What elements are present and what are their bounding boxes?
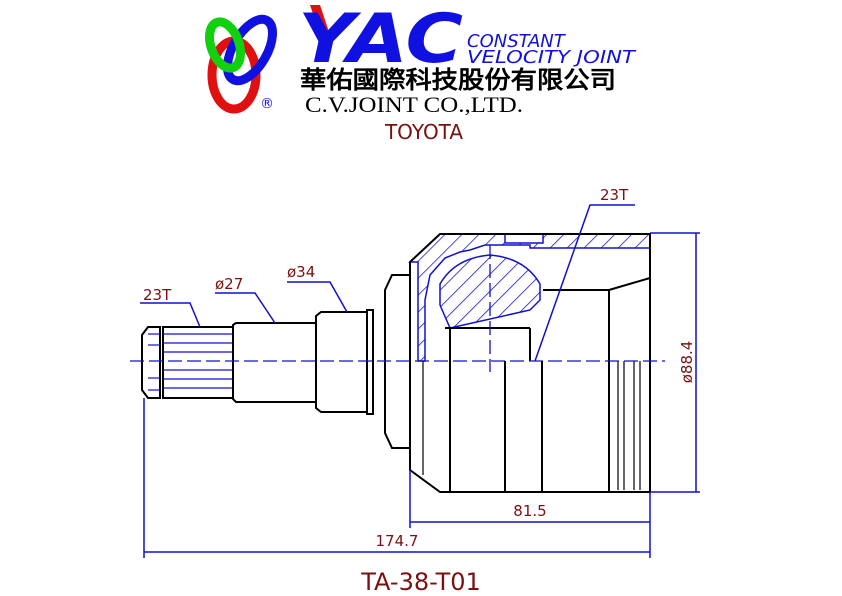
inner-spline-label: 23T [600,186,629,204]
tagline-line-1: CONSTANT [467,31,567,52]
tagline-line-2: VELOCITY JOINT [467,47,637,68]
shaft-dia-27-label: ø27 [215,275,243,293]
housing-dia-label: ø88.4 [678,341,696,384]
brand-wordmark: YAC [298,0,463,79]
part-number: TA-38-T01 [360,568,481,596]
company-name-chinese: 華佑國際科技股份有限公司 [300,66,616,94]
housing-length-label: 81.5 [513,502,546,520]
company-name-english: C.V.JOINT CO.,LTD. [305,92,523,117]
stub-shaft [141,274,411,449]
company-logo: ® YAC CONSTANT VELOCITY JOINT 華佑國際科技股份有限… [204,0,637,117]
logo-ring-green [204,17,246,73]
dimension-annotations: 23T ø27 ø34 23T ø88.4 81.5 174.7 [140,186,700,558]
logo-red-stroke [310,5,330,40]
overall-length-label: 174.7 [376,532,419,550]
vehicle-make: TOYOTA [384,120,463,144]
registered-mark: ® [260,96,274,112]
outer-housing [408,233,651,493]
outer-spline-label: 23T [143,286,172,304]
shaft-dia-34-label: ø34 [287,263,315,281]
